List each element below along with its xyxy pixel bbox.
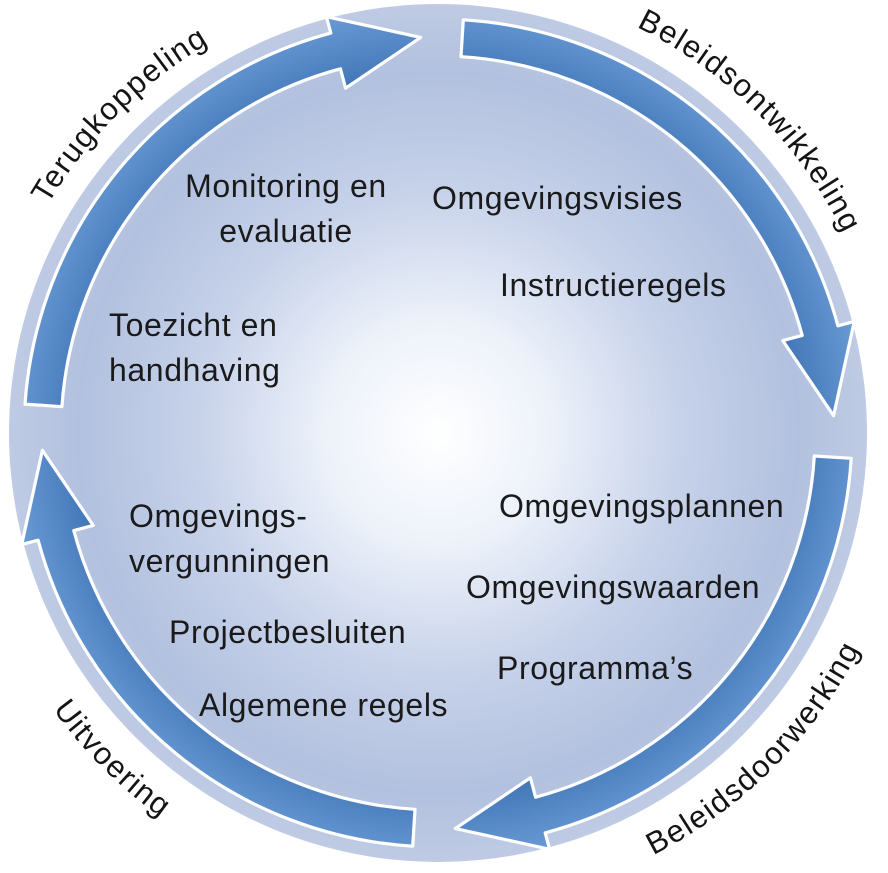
cycle-item-programmas: Programma’s — [497, 650, 694, 686]
cycle-arrow-terugkoppeling — [23, 15, 423, 409]
cycle-item-omgevingswaarden: Omgevingswaarden — [466, 569, 761, 605]
cycle-item-toezicht-handhaving: Toezicht en handhaving — [109, 307, 281, 388]
cycle-item-projectbesluiten: Projectbesluiten — [169, 614, 407, 650]
cycle-background-circle — [9, 4, 867, 862]
cycle-arrow-beleidsdoorwerking — [453, 454, 853, 851]
cycle-arrow-beleidsontwikkeling — [459, 18, 856, 418]
cycle-item-omgevingsplannen: Omgevingsplannen — [499, 488, 785, 524]
cycle-item-instructieregels: Instructieregels — [500, 267, 727, 303]
cycle-item-omgevingsvisies: Omgevingsvisies — [432, 180, 683, 216]
cycle-item-monitoring-evaluatie: Monitoring en evaluatie — [185, 168, 387, 249]
cycle-item-omgevingsvergunningen: Omgevings- vergunningen — [129, 498, 331, 579]
cycle-arrow-uitvoering — [20, 448, 417, 848]
cycle-item-algemene-regels: Algemene regels — [199, 687, 449, 723]
